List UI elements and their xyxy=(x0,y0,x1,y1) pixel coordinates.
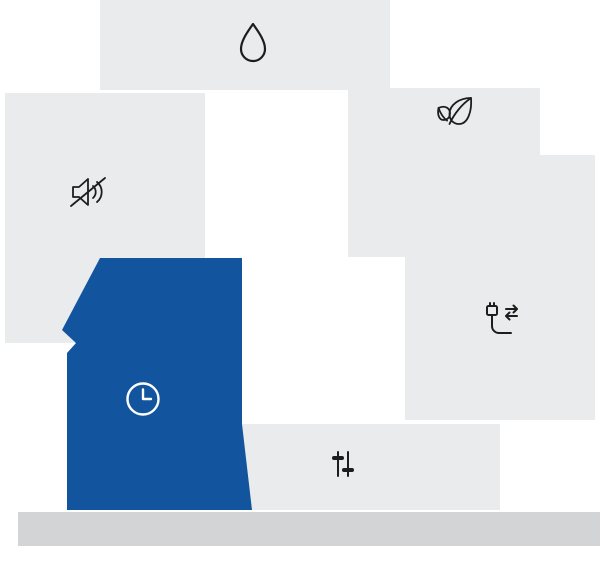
program-options-icon xyxy=(326,447,360,481)
tile-water-drop xyxy=(100,0,390,90)
water-drop-icon xyxy=(235,21,271,65)
tile-options xyxy=(210,424,500,510)
accent-shape xyxy=(62,258,252,510)
remote-connect-icon xyxy=(480,302,520,342)
tile-connect xyxy=(405,155,595,420)
eco-leaves-icon xyxy=(435,94,475,130)
time-delay-clock-icon xyxy=(124,380,162,418)
speaker-muted-icon xyxy=(66,172,110,212)
bottom-bar xyxy=(18,512,600,546)
